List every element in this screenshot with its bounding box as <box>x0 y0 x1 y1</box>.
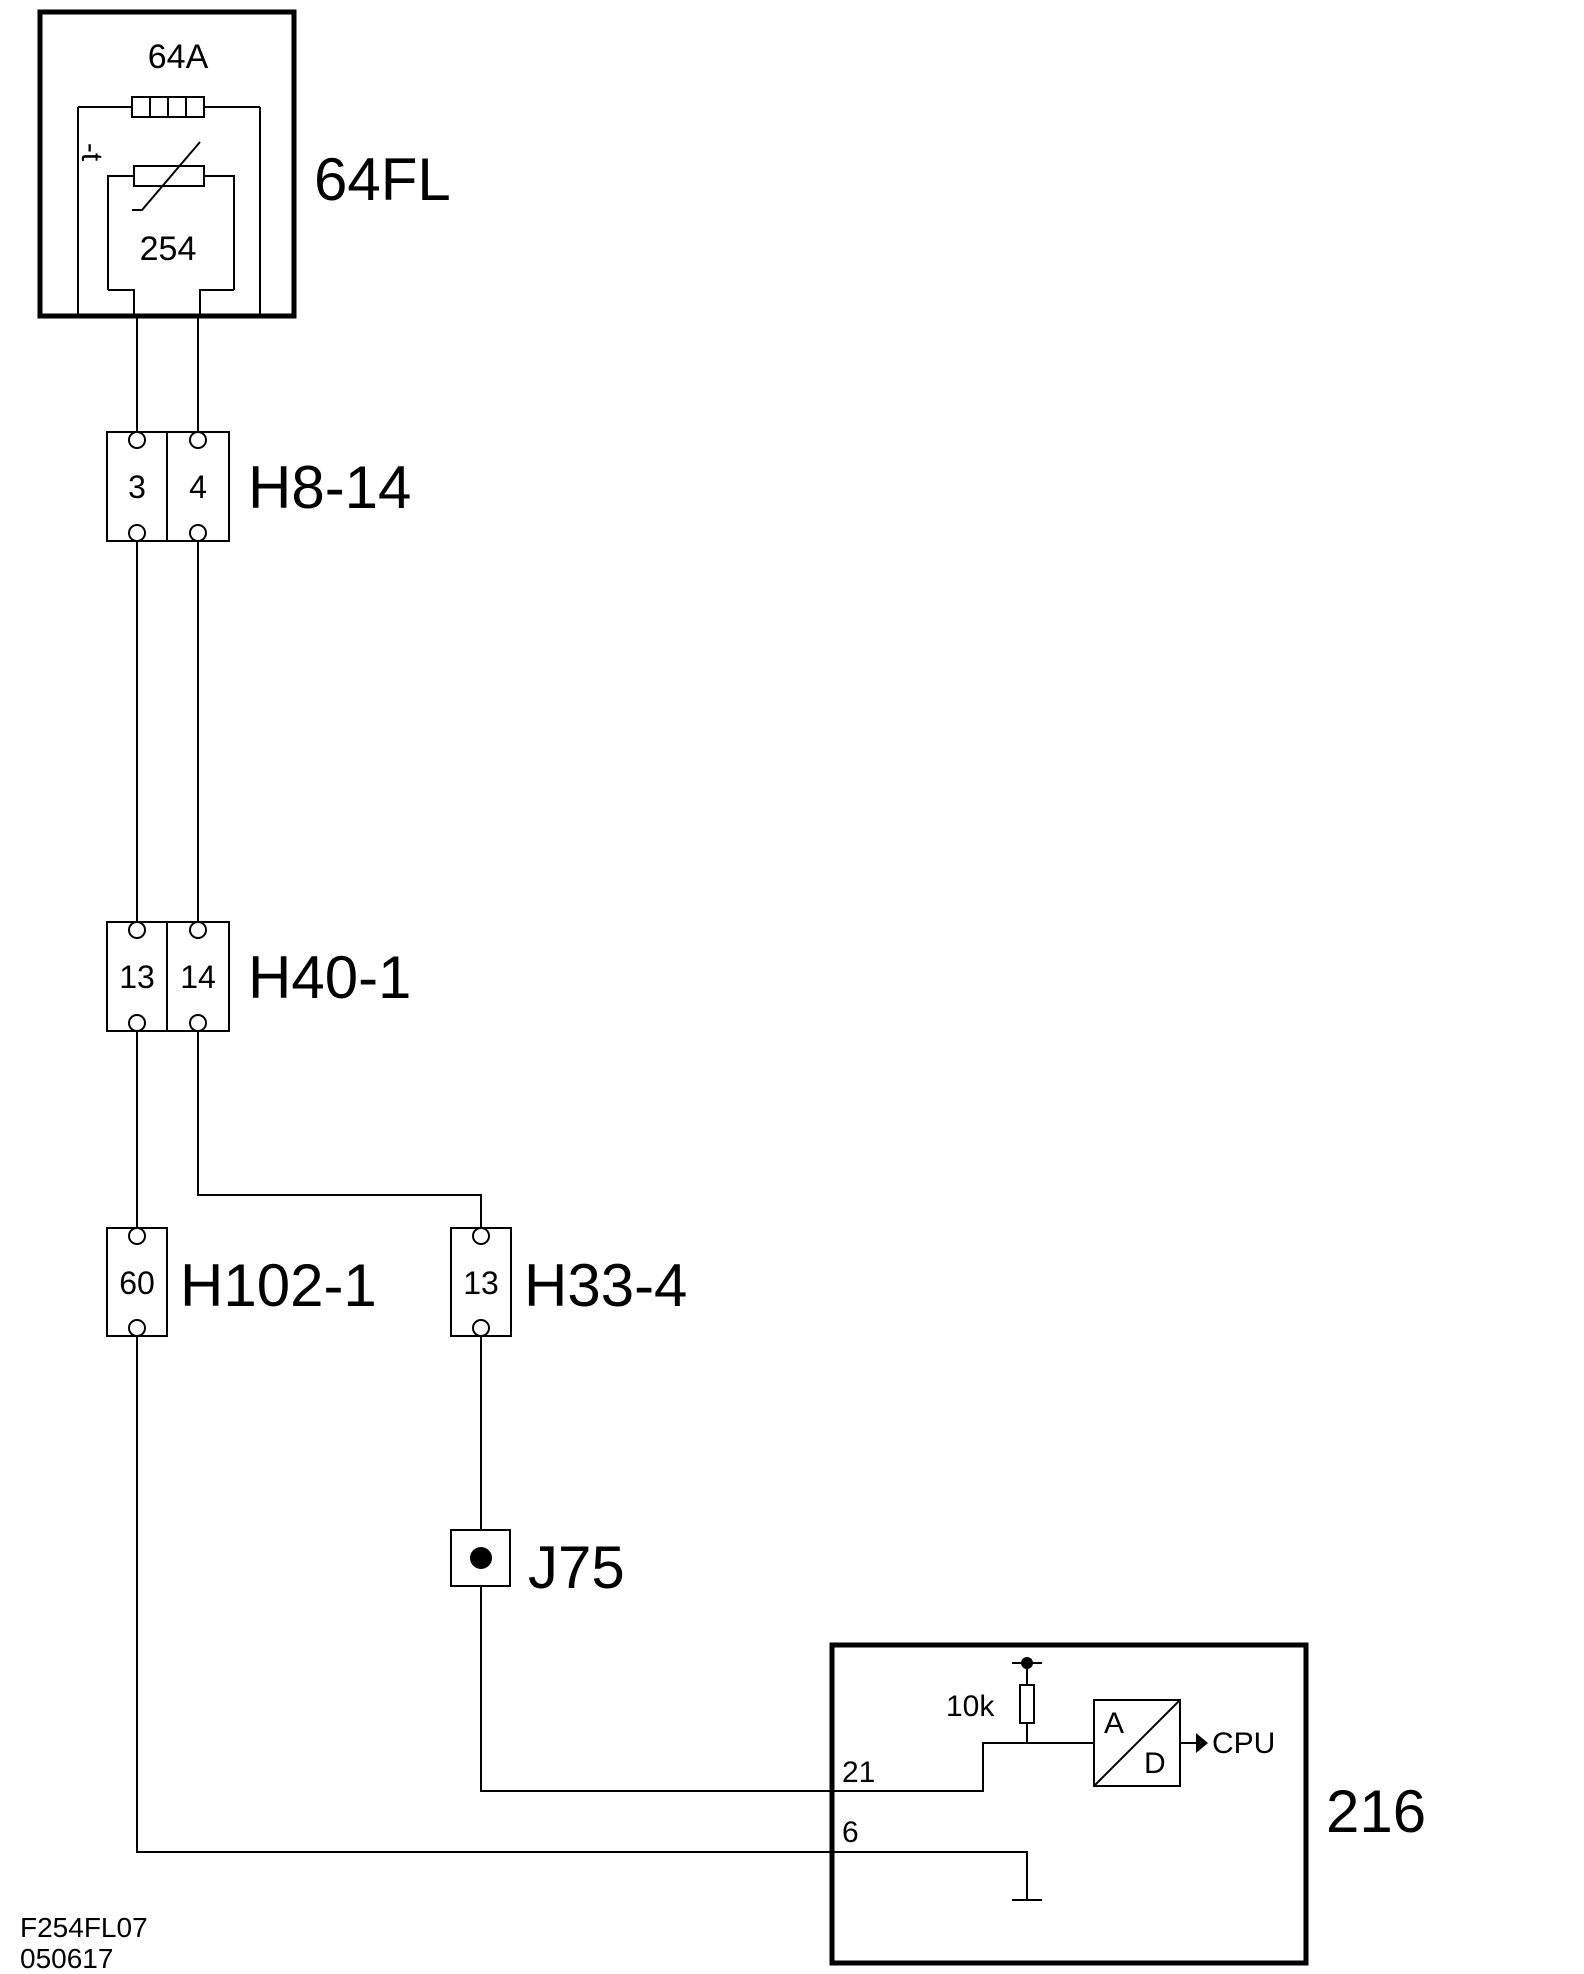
arrow-right-icon <box>1196 1733 1208 1753</box>
connector-ref: H40-1 <box>248 944 411 1011</box>
pin-label: 60 <box>119 1265 155 1301</box>
connector-h102-1: 60 H102-1 <box>106 1227 377 1337</box>
pin-label: 3 <box>128 469 146 505</box>
ecu-ref: 216 <box>1326 1778 1426 1845</box>
connector-ref: H8-14 <box>248 454 411 521</box>
splice-j75: J75 <box>450 1529 625 1601</box>
ecu-housing <box>829 1642 1309 1966</box>
ecu-pin-ground: 6 <box>842 1816 859 1849</box>
sensor-housing <box>37 9 297 319</box>
ground-icon <box>1012 1852 1042 1901</box>
date-code: 050617 <box>20 1943 113 1974</box>
resistor-value: 10k <box>946 1690 995 1723</box>
sensor-ref: 64FL <box>314 146 451 213</box>
ecu-216: 21 6 10k A D CPU 216 <box>829 1642 1426 1966</box>
connector-ref: H33-4 <box>524 1252 687 1319</box>
resistor-icon <box>1012 1657 1042 1743</box>
wires <box>136 316 1028 1901</box>
connector-h33-4: 13 H33-4 <box>450 1227 687 1337</box>
connector-h40-1: 13 14 H40-1 <box>106 921 411 1032</box>
pin-label: 4 <box>189 469 207 505</box>
pin-label: 14 <box>180 959 216 995</box>
splice-dot-icon <box>470 1547 492 1569</box>
footer: F254FL07 050617 <box>20 1912 148 1974</box>
adc-block: A D <box>1093 1699 1181 1787</box>
connector-ref: H102-1 <box>180 1252 377 1319</box>
adc-digital-label: D <box>1144 1747 1166 1780</box>
thermistor-sign: -t <box>75 143 108 162</box>
drawing-id: F254FL07 <box>20 1912 148 1943</box>
sensor-code: 254 <box>140 230 197 268</box>
connector-h8-14: 3 4 H8-14 <box>106 431 411 542</box>
adc-analog-label: A <box>1104 1707 1124 1740</box>
pin-label: 13 <box>463 1265 499 1301</box>
ecu-pin-signal: 21 <box>842 1756 875 1789</box>
fuse-label: 64A <box>148 38 209 76</box>
sensor-64fl: 64A -t 254 64FL <box>37 9 451 319</box>
splice-ref: J75 <box>528 1534 625 1601</box>
cpu-label: CPU <box>1212 1727 1275 1760</box>
pin-label: 13 <box>119 959 155 995</box>
thermistor-icon: -t <box>75 141 235 290</box>
fuse-icon <box>78 96 260 118</box>
